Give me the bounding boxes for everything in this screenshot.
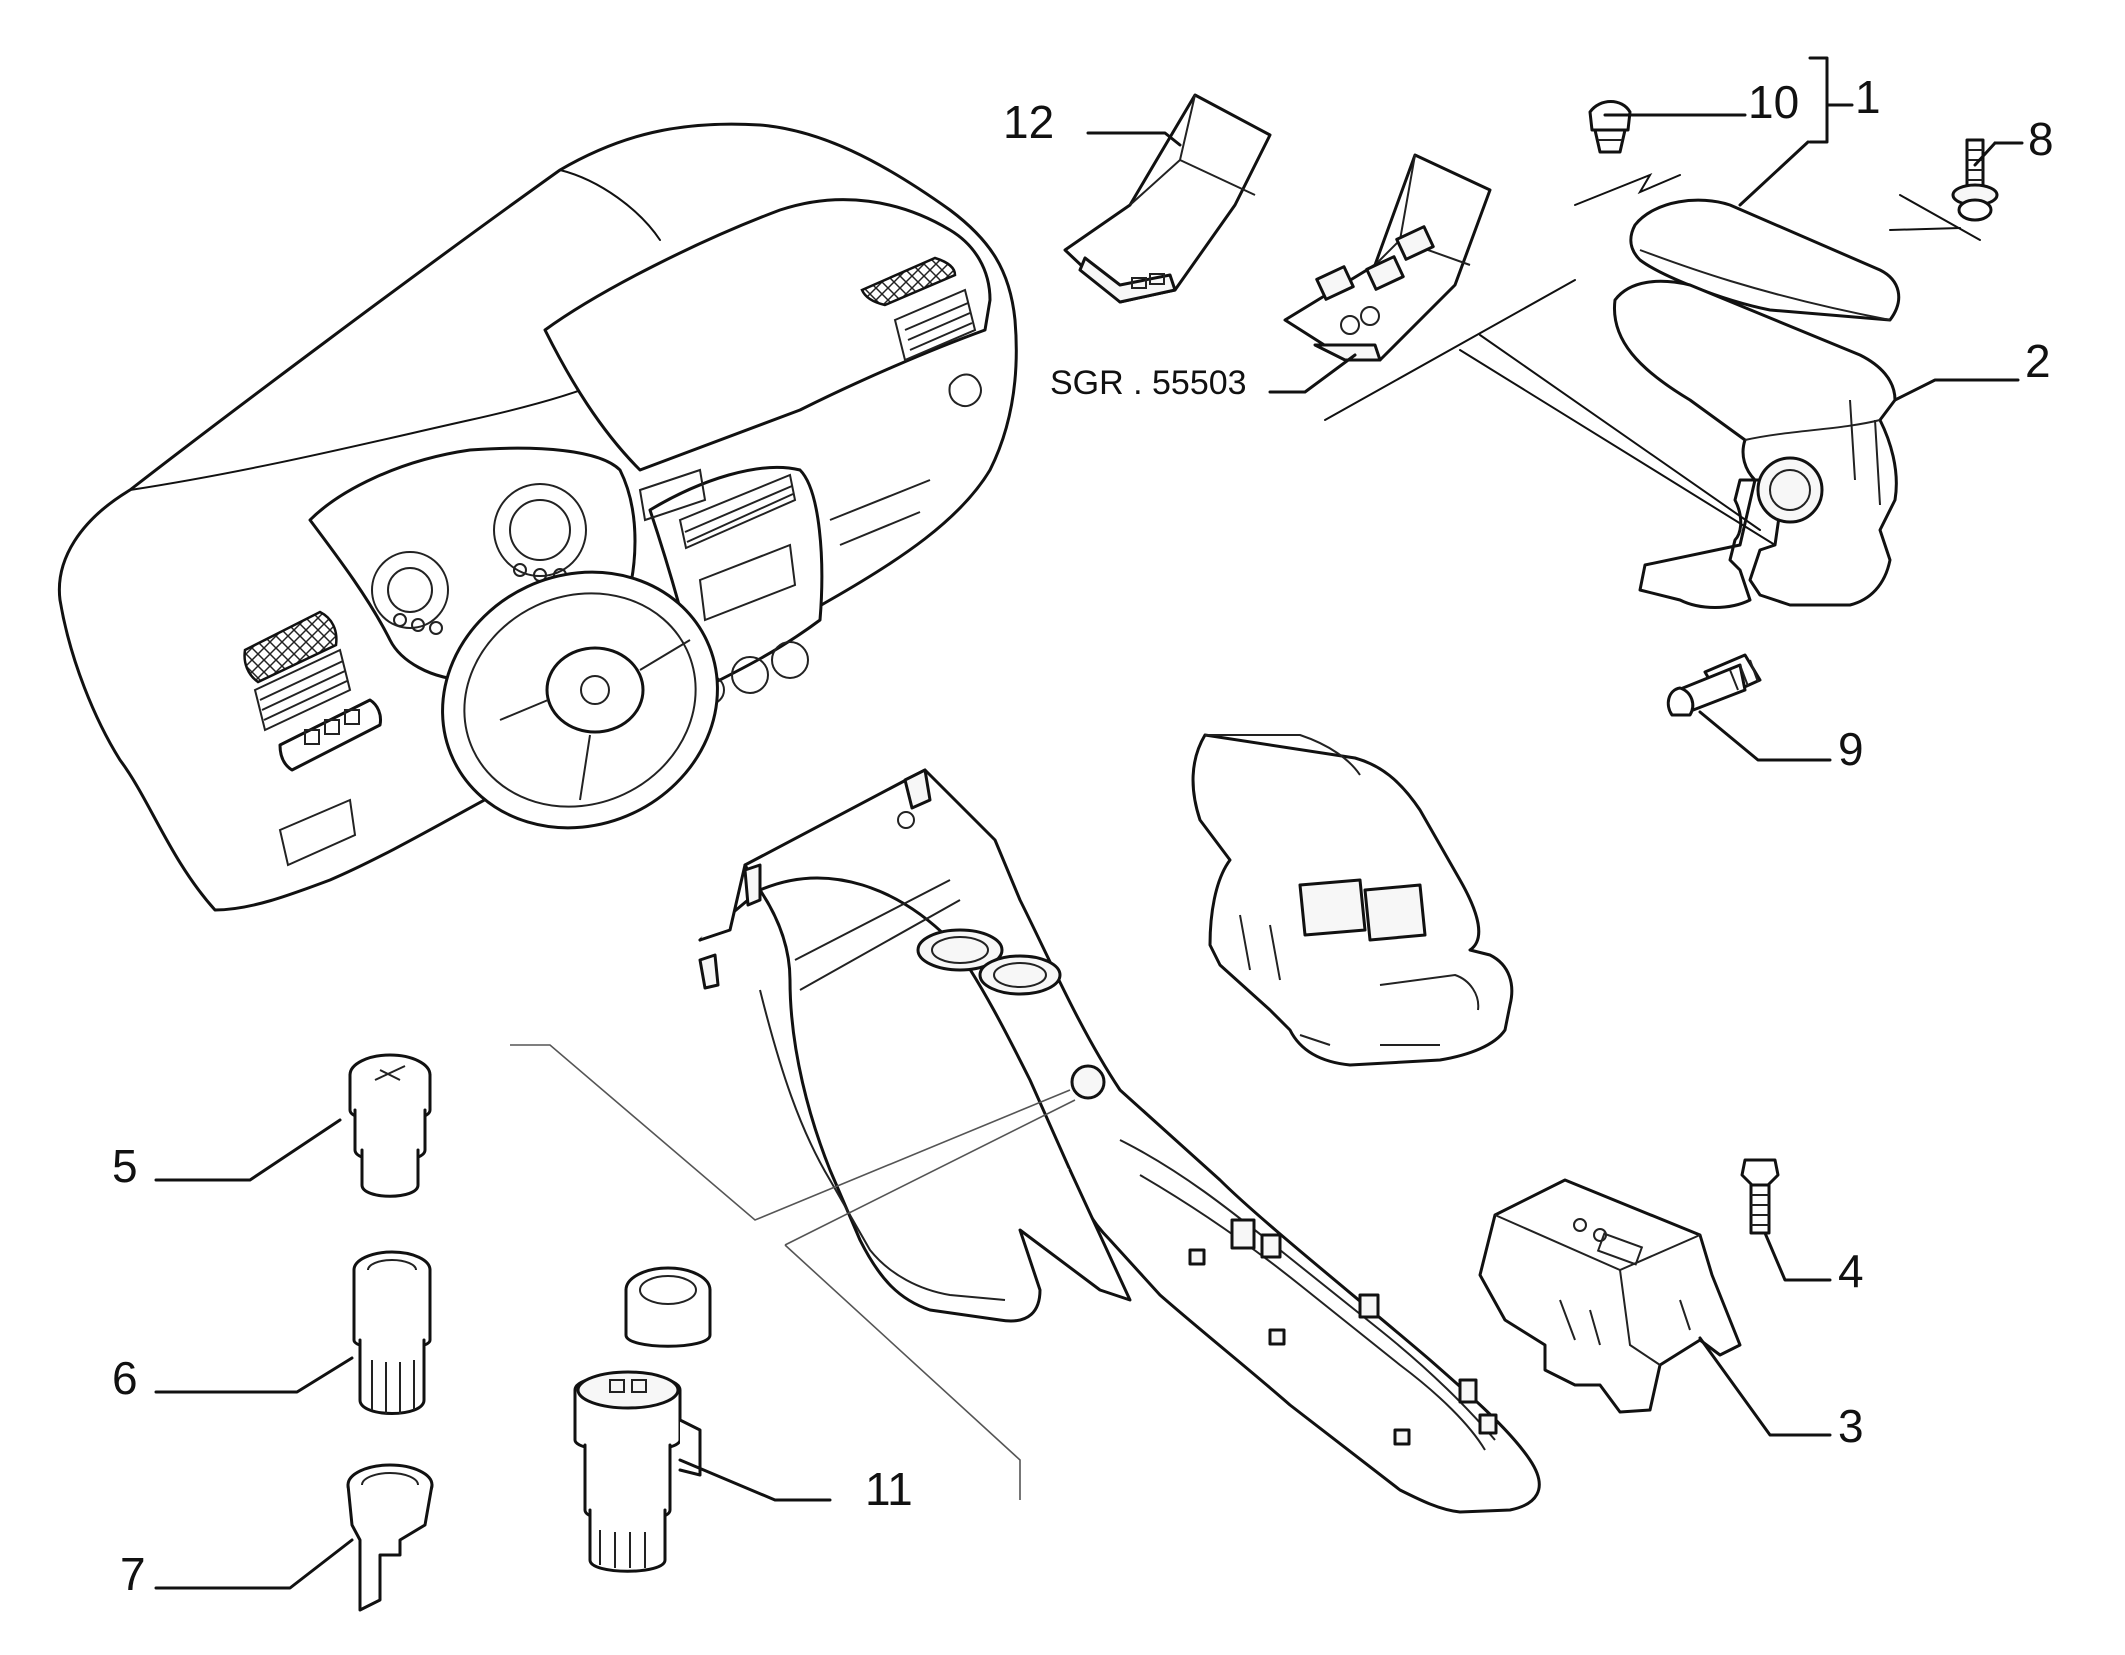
callout-11: 11 [865,1463,913,1515]
part-11-socket [573,1266,712,1573]
part-10-plug [1588,100,1632,154]
part-1-armrest-pad [1574,172,1981,322]
part-8-bolt [1951,138,1999,222]
leader-lines [154,56,2024,1590]
part-4-bolt [1740,1158,1780,1235]
switch-panel-sgr [1283,153,1492,362]
callout-9: 9 [1838,723,1864,775]
part-7-holder [346,1463,434,1612]
part-12-cover [1063,93,1272,304]
part-6-socket [352,1250,432,1415]
reference-code: SGR . 55503 [1050,364,1247,402]
callout-7: 7 [120,1548,146,1600]
dashboard-assembly [57,122,1018,912]
callout-12: 12 [1003,96,1054,148]
callout-5: 5 [112,1140,138,1192]
callout-4: 4 [1838,1245,1864,1297]
callout-6: 6 [112,1352,138,1404]
part-2-armrest-base [1324,279,1898,609]
callout-2: 2 [2025,335,2051,387]
callout-8: 8 [2028,113,2054,165]
part-5-lighter [348,1053,432,1198]
part-9-bolt [1666,653,1762,717]
callout-3: 3 [1838,1400,1864,1452]
assembly-guides [510,1044,1076,1500]
callout-1: 1 [1855,71,1881,123]
center-console-main [698,768,1541,1514]
part-3-bracket [1478,1178,1742,1414]
center-console-front [1191,733,1514,1067]
callout-labels: 12 SGR . 55503 10 1 8 2 9 4 3 5 6 7 11 [112,71,2054,1600]
callout-10: 10 [1748,76,1799,128]
